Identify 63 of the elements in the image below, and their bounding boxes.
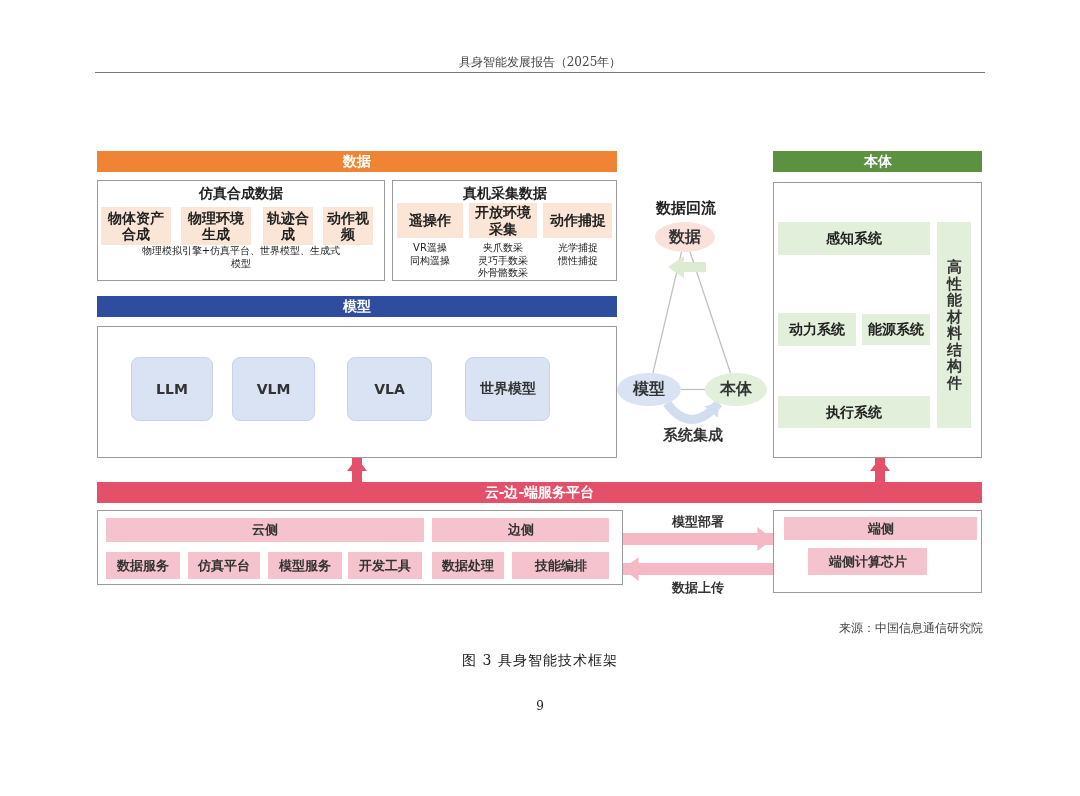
connector-line: [680, 388, 706, 391]
source-note: 来源：中国信息通信研究院: [839, 619, 983, 637]
sub-item-text: 同构遥操: [410, 254, 450, 267]
service-tile: 仿真平台: [188, 552, 260, 579]
category-tile: 动作捕捉: [543, 203, 612, 238]
panel-frame: [773, 510, 982, 593]
category-tile: 动作视频: [323, 207, 373, 245]
service-tile: 边侧: [432, 518, 609, 542]
section-header-bar: 数据: [97, 151, 617, 172]
sub-item-text: 灵巧手数采: [478, 254, 528, 267]
ellipse-node: 模型: [617, 373, 681, 406]
model-card: VLA: [347, 357, 432, 421]
panel-frame: [97, 510, 623, 585]
sub-item-text: 夹爪数采: [483, 242, 523, 255]
category-tile: 执行系统: [778, 396, 930, 428]
category-tile: 开放环境采集: [469, 203, 537, 238]
edge-label: 数据上传: [670, 579, 726, 597]
page-number: 9: [536, 699, 544, 713]
category-tile: 轨迹合成: [263, 207, 313, 245]
sub-item-text: 外骨骼数采: [478, 267, 528, 280]
category-tile: 物体资产合成: [101, 207, 171, 245]
category-tile: 遥操作: [397, 203, 463, 238]
running-header: 具身智能发展报告（2025年）: [458, 53, 622, 71]
service-tile: 开发工具: [348, 552, 422, 579]
panel-frame: [97, 326, 617, 458]
connector-line: [652, 251, 683, 374]
panel: [392, 180, 617, 281]
service-tile: 模型服务: [268, 552, 342, 579]
figure-caption: 图 3 具身智能技术框架: [462, 652, 618, 670]
category-tile: 能源系统: [862, 314, 930, 345]
section-header-bar: 模型: [97, 296, 617, 317]
block-arrow: [350, 458, 364, 482]
panel-frame: [773, 182, 982, 458]
edge-label: 系统集成: [660, 425, 725, 445]
category-tile: 感知系统: [778, 222, 930, 255]
block-arrow: [663, 400, 722, 424]
service-tile: 数据服务: [106, 552, 180, 579]
service-tile: 技能编排: [512, 552, 609, 579]
service-tile: 云侧: [106, 518, 424, 542]
section-header-bar: 云-边-端服务平台: [97, 482, 982, 503]
section-header-bar: 本体: [773, 151, 982, 172]
connector-line: [689, 251, 732, 374]
block-arrow: [873, 458, 887, 482]
model-card: 世界模型: [465, 357, 550, 421]
sub-item-text: 惯性捕捉: [557, 254, 598, 267]
model-card: LLM: [131, 357, 213, 421]
ellipse-node: 本体: [705, 373, 767, 406]
service-tile: 端侧计算芯片: [808, 548, 927, 575]
service-tile: 数据处理: [432, 552, 504, 579]
panel: [97, 180, 385, 281]
sub-item-text: VR遥操: [413, 242, 447, 255]
edge-label: 模型部署: [670, 513, 726, 531]
category-tile: 物理环境生成: [181, 207, 251, 245]
sub-item-text: 光学捕捉: [557, 242, 598, 255]
category-tile: 动力系统: [778, 313, 856, 346]
model-card: VLM: [232, 357, 315, 421]
ellipse-node: 数据: [655, 222, 715, 252]
vertical-tile: 高性能材料结构件: [937, 222, 971, 428]
annotation-text: 数据回流: [656, 198, 716, 218]
panel-heading: 仿真合成数据: [197, 185, 284, 203]
panel-heading: 真机采集数据: [461, 185, 548, 203]
note-text: 物理模拟引擎+仿真平台、世界模型、生成式模型: [140, 244, 342, 270]
service-tile: 端侧: [784, 517, 977, 540]
